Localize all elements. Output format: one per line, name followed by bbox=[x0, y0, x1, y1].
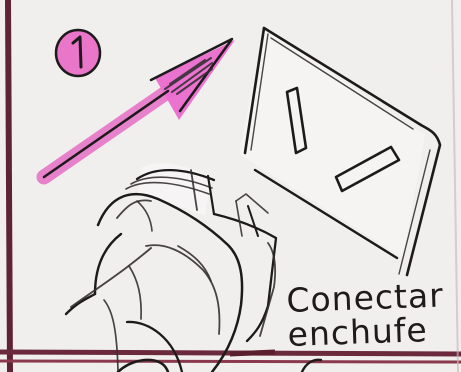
hand-icon bbox=[66, 194, 242, 372]
caption-line-2: enchufe bbox=[287, 312, 460, 352]
caption: Conectar enchufe bbox=[286, 278, 460, 352]
wall-outlet-icon bbox=[239, 28, 440, 275]
number-1-circle-icon bbox=[55, 30, 101, 76]
plug-icon bbox=[126, 163, 276, 341]
